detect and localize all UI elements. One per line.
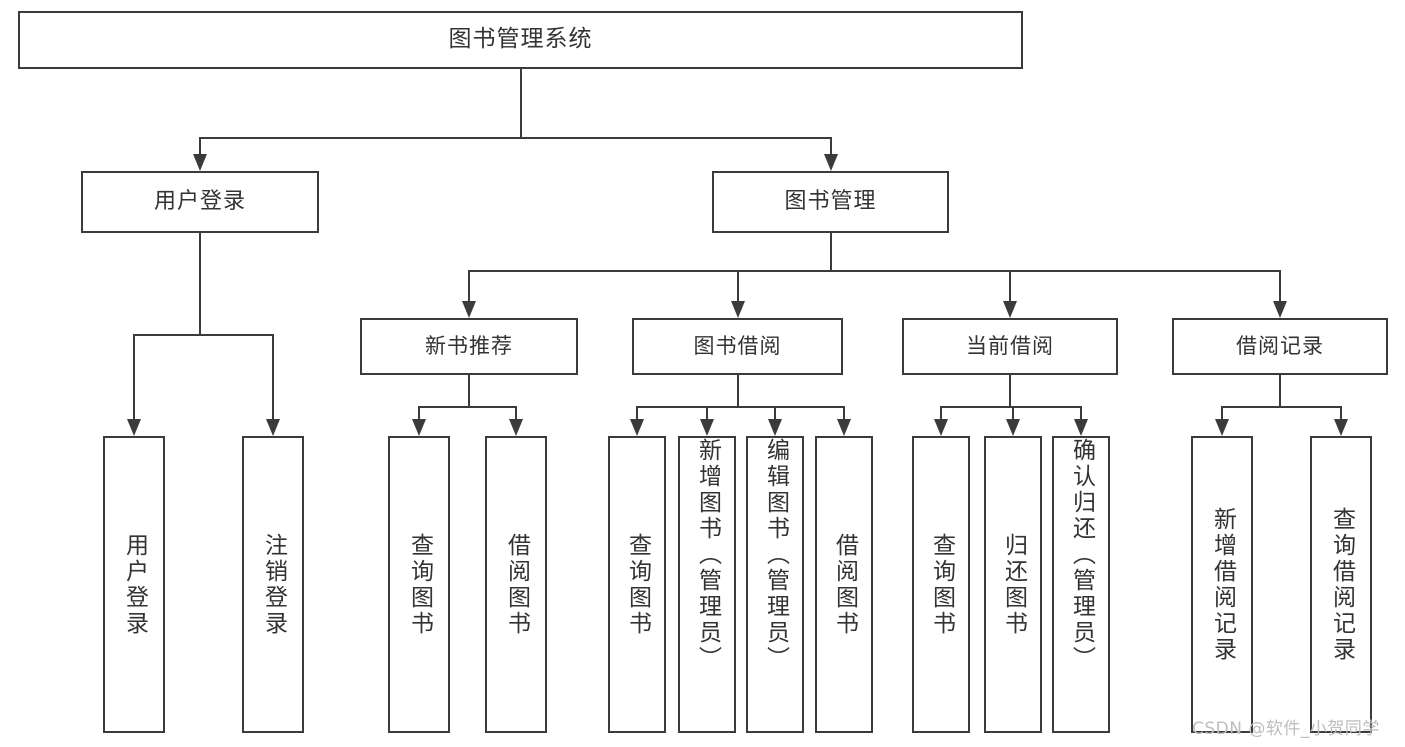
node-label: 查询图书 [928,532,955,637]
connector-to-query-book-2 [636,406,638,419]
arrowhead-icon-query-book-3 [934,419,948,436]
node-label: 借阅图书 [503,532,530,637]
node-borrow-book-1[interactable]: 借阅图书 [485,436,547,733]
node-label: 图书借阅 [693,334,782,359]
connector-to-add-book-admin [706,406,708,419]
node-edit-book-admin[interactable]: 编辑图书（管理员） [746,436,804,733]
connector-bm-bus [469,270,1280,272]
connector-root-stem [519,69,522,137]
arrowhead-icon-edit-book-admin [768,419,782,436]
node-label: 编辑图书（管理员） [762,438,789,672]
arrowhead-icon-user-login-leaf [127,419,141,436]
node-label: 图书管理 [784,189,877,215]
connector-borrow-record-bus [1222,406,1341,408]
arrowhead-icon-query-book-1 [412,419,426,436]
connector-to-query-borrow-record [1340,406,1342,419]
csdn-watermark: CSDN @软件_小贺同学 [1192,719,1380,739]
node-query-book-1[interactable]: 查询图书 [388,436,450,733]
node-label: 查询图书 [406,532,433,637]
arrowhead-icon-borrow-record [1273,301,1287,318]
arrowhead-icon-borrow-book-2 [837,419,851,436]
connector-current-borrow-stem [1009,375,1011,406]
node-label: 用户登录 [153,189,246,215]
connector-to-query-book-3 [940,406,942,419]
arrowhead-icon-query-borrow-record [1334,419,1348,436]
connector-to-borrow-record [1279,270,1281,301]
connector-book-borrow-bus [637,406,844,408]
node-label: 借阅记录 [1236,334,1324,359]
connector-to-add-borrow-record [1221,406,1223,419]
node-label: 当前借阅 [966,334,1054,359]
node-confirm-return-admin[interactable]: 确认归还（管理员） [1052,436,1110,733]
node-label: 查询图书 [624,532,651,637]
node-label: 借阅图书 [831,532,858,637]
connector-to-current-borrow [1009,270,1011,301]
node-query-book-3[interactable]: 查询图书 [912,436,970,733]
node-new-book-recommend[interactable]: 新书推荐 [360,318,578,375]
connector-to-logout-leaf [272,334,274,419]
connector-bm-stem [829,233,832,270]
connector-root-bus [200,137,831,139]
connector-user-login-stem [199,233,201,334]
arrowhead-icon-logout-leaf [266,419,280,436]
node-return-book[interactable]: 归还图书 [984,436,1042,733]
node-current-borrow[interactable]: 当前借阅 [902,318,1118,375]
node-book-management[interactable]: 图书管理 [712,171,949,233]
connector-book-borrow-stem [736,375,739,406]
arrowhead-icon-add-borrow-record [1215,419,1229,436]
connector-to-edit-book-admin [774,406,776,419]
connector-borrow-record-stem [1279,375,1281,406]
arrowhead-icon-user-login [193,154,207,171]
node-borrow-record[interactable]: 借阅记录 [1172,318,1388,375]
node-label: 新增图书（管理员） [694,438,721,672]
node-logout-leaf[interactable]: 注销登录 [242,436,304,733]
connector-new-book-recommend-stem [468,375,470,406]
node-user-login-leaf[interactable]: 用户登录 [103,436,165,733]
arrowhead-icon-book-management [823,154,838,171]
node-query-borrow-record[interactable]: 查询借阅记录 [1310,436,1372,733]
connector-to-borrow-book-2 [843,406,845,419]
connector-to-borrow-book-1 [515,406,517,419]
connector-to-user-login [199,137,201,154]
node-label: 注销登录 [260,532,287,637]
node-label: 确认归还（管理员） [1068,438,1095,672]
arrowhead-icon-add-book-admin [700,419,714,436]
arrowhead-icon-return-book [1006,419,1020,436]
node-user-login[interactable]: 用户登录 [81,171,319,233]
arrowhead-icon-borrow-book-1 [509,419,523,436]
arrowhead-icon-query-book-2 [630,419,644,436]
connector-to-new-book-recommend [468,270,470,301]
connector-to-book-borrow [736,270,739,301]
connector-user-login-bus [134,334,273,336]
node-undefined[interactable]: 图书管理系统 [18,11,1023,69]
node-query-book-2[interactable]: 查询图书 [608,436,666,733]
node-label: 图书管理系统 [448,26,593,53]
connector-new-book-recommend-bus [419,406,516,408]
node-add-book-admin[interactable]: 新增图书（管理员） [678,436,736,733]
arrowhead-icon-new-book-recommend [462,301,476,318]
arrowhead-icon-confirm-return-admin [1074,419,1088,436]
node-label: 新书推荐 [425,334,513,359]
node-label: 新增借阅记录 [1209,506,1236,663]
node-add-borrow-record[interactable]: 新增借阅记录 [1191,436,1253,733]
node-label: 查询借阅记录 [1328,506,1355,663]
connector-to-query-book-1 [418,406,420,419]
node-borrow-book-2[interactable]: 借阅图书 [815,436,873,733]
connector-current-borrow-bus [941,406,1081,408]
connector-to-confirm-return-admin [1080,406,1082,419]
arrowhead-icon-book-borrow [730,301,745,318]
node-book-borrow[interactable]: 图书借阅 [632,318,843,375]
node-label: 归还图书 [1000,532,1027,637]
connector-to-book-management [829,137,832,154]
connector-to-user-login-leaf [133,334,135,419]
node-label: 用户登录 [121,532,148,637]
connector-to-return-book [1012,406,1014,419]
arrowhead-icon-current-borrow [1003,301,1017,318]
